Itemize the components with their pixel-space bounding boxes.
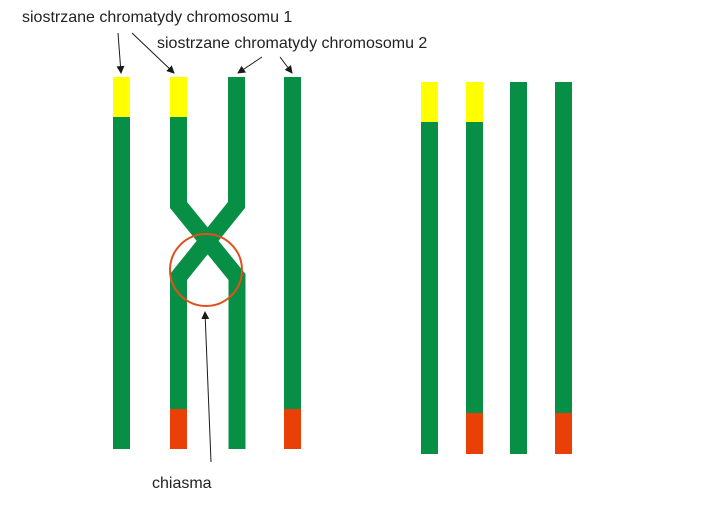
label-sister-chromatids-chromosome-2: siostrzane chromatydy chromosomu 2: [157, 35, 428, 52]
chromatid-2b-red-tip: [284, 409, 301, 449]
label-chiasma: chiasma: [152, 475, 212, 492]
arrow-chiasma: [201, 311, 212, 463]
chromatid-r2-yellow-tip: [466, 82, 483, 122]
annotation-arrows: [116, 32, 293, 463]
chromatid-2a-red-tip: [170, 409, 187, 449]
arrow-chromosome1-to-chromatid2: [131, 32, 175, 74]
chromatid-1a-body: [113, 116, 130, 449]
chromatid-r2-red-tip: [466, 413, 483, 454]
chromatid-1a-yellow-tip: [113, 77, 130, 117]
chromatid-r1-body: [421, 121, 438, 454]
chromatid-r3-body: [510, 82, 527, 454]
chromatid-2b-body: [284, 77, 301, 410]
arrow-chromosome1-to-chromatid1: [116, 32, 125, 74]
chiasma-circle: [169, 233, 243, 307]
chromatid-r4-red-tip: [555, 413, 572, 454]
right-chromatid-group: [421, 82, 572, 454]
chromatid-r2-body: [466, 121, 483, 414]
arrow-chromosome2-to-chromatid4: [279, 56, 293, 74]
chromatid-2a-crossing: [170, 77, 245, 449]
arrow-chromosome2-to-chromatid3: [237, 56, 263, 74]
chromatid-r1-yellow-tip: [421, 82, 438, 122]
chromatid-1b-yellow-tip: [170, 77, 187, 117]
label-sister-chromatids-chromosome-1: siostrzane chromatydy chromosomu 1: [22, 9, 293, 26]
left-chromatid-group: [113, 77, 301, 449]
chromatid-r4-body: [555, 82, 572, 414]
